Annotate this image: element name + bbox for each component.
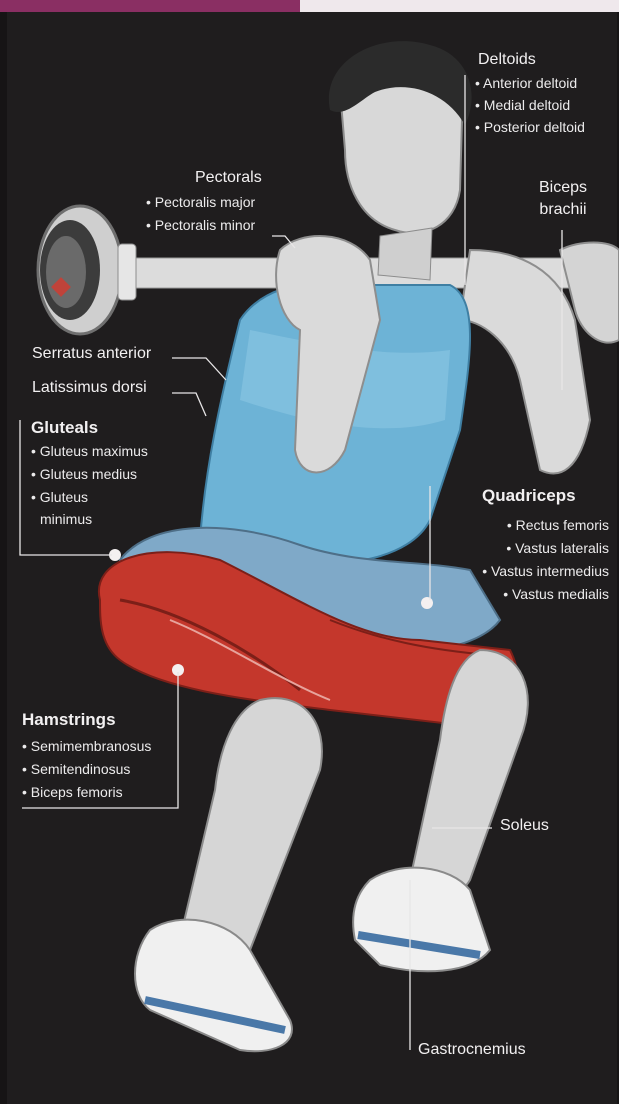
- hamstrings-item-2: • Semitendinosus: [22, 760, 130, 778]
- quadriceps-item-3: • Vastus intermedius: [482, 562, 609, 580]
- gluteals-item-3: • Gluteus: [31, 488, 88, 506]
- gluteals-item-4: minimus: [40, 510, 92, 528]
- deltoids-item-2: • Medial deltoid: [475, 96, 570, 114]
- hamstrings-item-3: • Biceps femoris: [22, 783, 123, 801]
- right-arm: [460, 243, 619, 474]
- biceps-title-line1: Biceps: [518, 178, 608, 198]
- deltoids-item-1: • Anterior deltoid: [475, 74, 577, 92]
- deltoids-item-3: • Posterior deltoid: [475, 118, 585, 136]
- hamstrings-title: Hamstrings: [22, 710, 116, 730]
- gluteals-item-2: • Gluteus medius: [31, 465, 137, 483]
- quadriceps-item-2: • Vastus lateralis: [506, 539, 609, 557]
- soleus-label: Soleus: [500, 816, 549, 836]
- gastrocnemius-label: Gastrocnemius: [418, 1040, 526, 1060]
- latissimus-dorsi-label: Latissimus dorsi: [32, 378, 147, 398]
- quadriceps-title: Quadriceps: [482, 486, 576, 506]
- hamstrings-item-1: • Semimembranosus: [22, 737, 151, 755]
- pectorals-title: Pectorals: [195, 168, 262, 188]
- deltoids-title: Deltoids: [478, 50, 536, 70]
- quadriceps-item-4: • Vastus medialis: [503, 585, 609, 603]
- shoes: [135, 868, 490, 1052]
- gluteals-item-1: • Gluteus maximus: [31, 442, 148, 460]
- pectorals-item-2: • Pectoralis minor: [146, 216, 255, 234]
- quadriceps-item-1: • Rectus femoris: [507, 516, 609, 534]
- pectorals-item-1: • Pectoralis major: [146, 193, 255, 211]
- quadriceps-marker-icon: [421, 597, 433, 609]
- biceps-title-line2: brachii: [518, 200, 608, 220]
- serratus-anterior-label: Serratus anterior: [32, 344, 151, 364]
- gluteals-title: Gluteals: [31, 418, 98, 438]
